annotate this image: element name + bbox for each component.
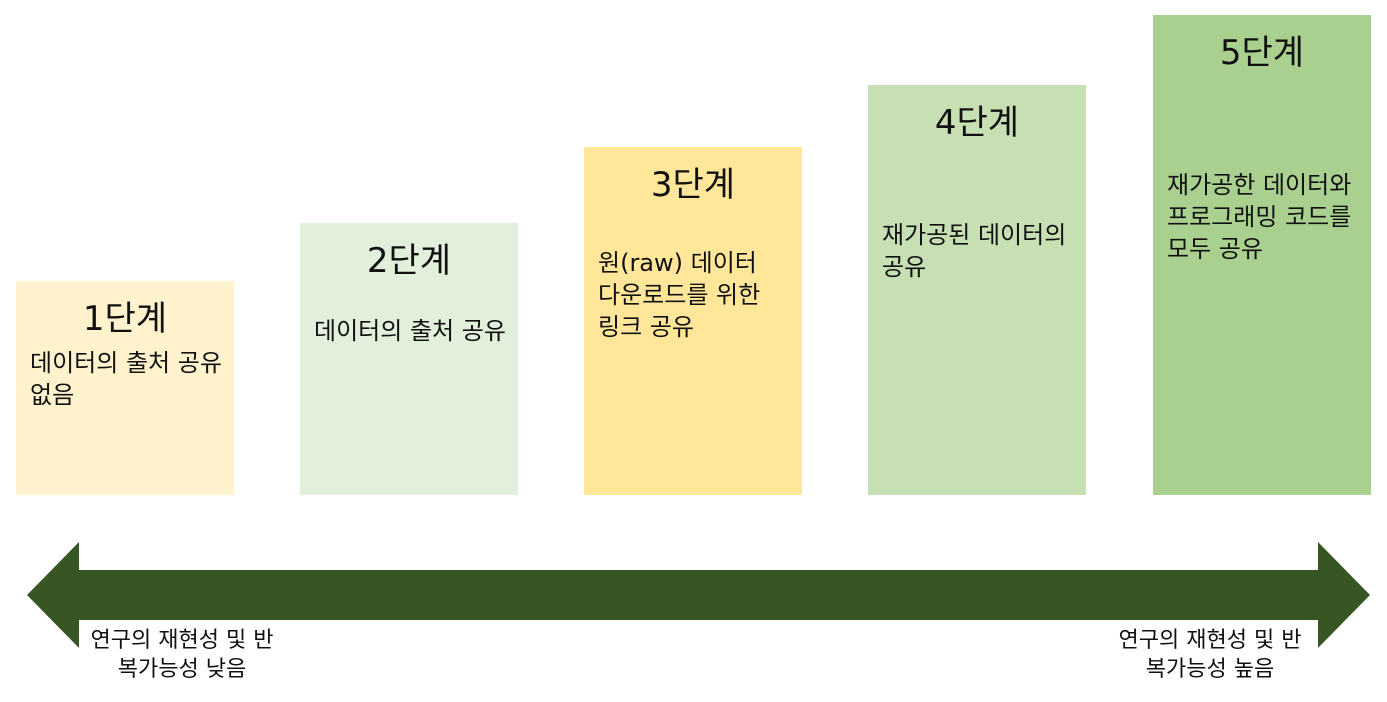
stage-2-title: 2단계 [366, 241, 452, 281]
reproducibility-arrow [27, 542, 1370, 648]
stage-5-description: 재가공한 데이터와 프로그래밍 코드를 모두 공유 [1167, 171, 1352, 263]
low-reproducibility-label: 연구의 재현성 및 반복가능성 낮음 [90, 628, 274, 682]
stage-4-box: 4단계 재가공된 데이터의 공유 [868, 85, 1086, 495]
stage-3-description: 원(raw) 데이터 다운로드를 위한 링크 공유 [598, 249, 761, 341]
stage-5-box: 5단계 재가공한 데이터와 프로그래밍 코드를 모두 공유 [1153, 15, 1371, 495]
stage-4-description: 재가공된 데이터의 공유 [882, 221, 1067, 281]
stage-2-description: 데이터의 출처 공유 [314, 317, 506, 345]
stage-5-title: 5단계 [1219, 33, 1305, 73]
high-reproducibility-label: 연구의 재현성 및 반복가능성 높음 [1118, 628, 1302, 682]
stage-3-title: 3단계 [650, 165, 736, 205]
stage-1-description: 데이터의 출처 공유 없음 [30, 349, 222, 409]
stage-3-box: 3단계 원(raw) 데이터 다운로드를 위한 링크 공유 [584, 147, 802, 495]
stage-1-box: 1단계 데이터의 출처 공유 없음 [16, 281, 234, 495]
stage-2-box: 2단계 데이터의 출처 공유 [300, 223, 518, 495]
stage-4-title: 4단계 [934, 103, 1020, 143]
stage-1-title: 1단계 [82, 299, 168, 339]
